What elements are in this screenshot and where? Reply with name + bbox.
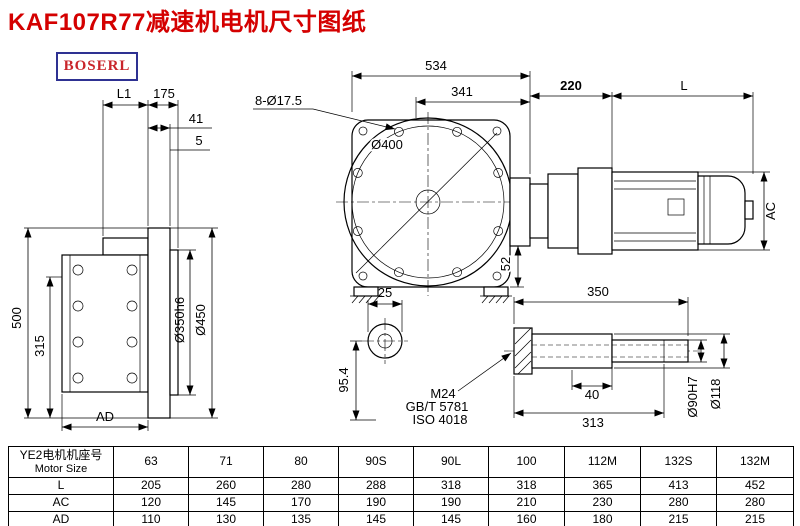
table-row-AD: AD 110 130 135 145 145 160 180 215 215 <box>8 511 794 526</box>
dim-value-cell: 280 <box>640 494 717 512</box>
col-header: 132M <box>716 446 794 478</box>
dim-52-label: 52 <box>498 257 513 271</box>
dim-value-cell: 215 <box>716 511 794 526</box>
dim-value-cell: 110 <box>113 511 189 526</box>
col-header: 100 <box>488 446 565 478</box>
dim-value-cell: 280 <box>716 494 794 512</box>
adapter-step-1 <box>529 183 549 239</box>
bolt-m24-label: M24 <box>430 386 455 401</box>
dim-value-cell: 145 <box>413 511 489 526</box>
dim-500-label: 500 <box>9 307 24 329</box>
foot-right <box>483 286 509 297</box>
motor-flange <box>577 167 613 255</box>
dim-350-label: 350 <box>587 284 609 299</box>
gearbox-body <box>61 254 149 393</box>
col-header: 112M <box>564 446 641 478</box>
dim-value-cell: 280 <box>263 477 339 495</box>
hollow-shaft-detail-view: 350 40 313 Ø90H7 Ø118 <box>504 284 730 430</box>
dim-41-label: 41 <box>189 111 203 126</box>
bolt-callout-label: 8-Ø17.5 <box>255 93 302 108</box>
row-label: AC <box>8 494 114 512</box>
dim-value-cell: 318 <box>413 477 489 495</box>
gearbox-side-view: L1 175 41 5 500 315 Ø350h6 Ø450 <box>9 86 218 431</box>
housing-hump <box>102 237 149 256</box>
rear-cap <box>744 200 754 220</box>
header-en: Motor Size <box>34 462 88 475</box>
dim-value-cell: 130 <box>188 511 264 526</box>
motor-nameplate <box>667 198 685 216</box>
dim-value-cell: 365 <box>564 477 641 495</box>
table-header-row: YE2电机机座号 Motor Size 63 71 80 90S 90L 100… <box>8 446 794 478</box>
dim-value-cell: 170 <box>263 494 339 512</box>
dim-175-label: 175 <box>153 86 175 101</box>
row-label: AD <box>8 511 114 526</box>
col-header: 63 <box>113 446 189 478</box>
dim-95-4-label: 95.4 <box>336 367 351 392</box>
dim-value-cell: 145 <box>188 494 264 512</box>
dim-value-cell: 180 <box>564 511 641 526</box>
dim-L-label: L <box>680 78 687 93</box>
shaft-bore-section <box>611 339 689 363</box>
dim-5-label: 5 <box>195 133 202 148</box>
dim-350h6-label: Ø350h6 <box>172 297 187 343</box>
dim-value-cell: 318 <box>488 477 565 495</box>
dim-313-label: 313 <box>582 415 604 430</box>
row-label: L <box>8 477 114 495</box>
table-row-L: L 205 260 280 288 318 318 365 413 452 <box>8 477 794 495</box>
adapter-step-2 <box>547 173 579 249</box>
dim-value-cell: 452 <box>716 477 794 495</box>
dim-220-label: 220 <box>560 78 582 93</box>
shaft-end-cap <box>513 327 533 375</box>
dim-value-cell: 210 <box>488 494 565 512</box>
dim-341-label: 341 <box>451 84 473 99</box>
dim-value-cell: 145 <box>338 511 414 526</box>
mounting-flange <box>147 227 171 419</box>
bolt-iso-label: ISO 4018 <box>413 412 468 427</box>
dim-25-label: 25 <box>378 285 392 300</box>
technical-drawing: L1 175 41 5 500 315 Ø350h6 Ø450 <box>9 58 778 431</box>
dim-315-label: 315 <box>32 335 47 357</box>
col-header: 90S <box>338 446 414 478</box>
dim-value-cell: 215 <box>640 511 717 526</box>
dim-L1-label: L1 <box>117 86 131 101</box>
dim-400-label: Ø400 <box>371 137 403 152</box>
dim-value-cell: 230 <box>564 494 641 512</box>
dim-value-cell: 135 <box>263 511 339 526</box>
dim-40-label: 40 <box>585 387 599 402</box>
dim-value-cell: 160 <box>488 511 565 526</box>
motor-size-table: YE2电机机座号 Motor Size 63 71 80 90S 90L 100… <box>8 446 794 526</box>
dim-value-cell: 260 <box>188 477 264 495</box>
shaft-section-view: 25 95.4 M24 GB/T 5781 ISO 4018 <box>336 285 512 427</box>
col-header: 80 <box>263 446 339 478</box>
flange-spigot <box>169 249 179 396</box>
motor-view: 220 L AC <box>529 78 778 255</box>
motor-body <box>611 171 699 251</box>
dim-AC-label: AC <box>763 202 778 220</box>
dim-534-label: 534 <box>425 58 447 73</box>
dim-value-cell: 288 <box>338 477 414 495</box>
dim-AD-label: AD <box>96 409 114 424</box>
dim-value-cell: 190 <box>413 494 489 512</box>
col-header: 71 <box>188 446 264 478</box>
dim-value-cell: 413 <box>640 477 717 495</box>
table-row-AC: AC 120 145 170 190 190 210 230 280 280 <box>8 494 794 512</box>
motor-size-header: YE2电机机座号 Motor Size <box>8 446 114 478</box>
dim-value-cell: 205 <box>113 477 189 495</box>
header-cn: YE2电机机座号 <box>19 447 103 462</box>
col-header: 90L <box>413 446 489 478</box>
dim-value-cell: 120 <box>113 494 189 512</box>
input-bell <box>509 177 531 247</box>
fan-cowl <box>697 175 746 245</box>
dim-450-label: Ø450 <box>193 304 208 336</box>
col-header: 132S <box>640 446 717 478</box>
shaft-hub <box>531 333 613 369</box>
dim-value-cell: 190 <box>338 494 414 512</box>
boserl-logo: BOSERL <box>56 52 138 81</box>
dim-90H7-label: Ø90H7 <box>685 376 700 417</box>
dim-118-label: Ø118 <box>708 379 723 410</box>
foot-left <box>353 286 379 297</box>
bolt-gbt-label: GB/T 5781 <box>406 399 469 414</box>
gearbox-front-view: Ø400 534 341 8-Ø17.5 <box>253 58 531 304</box>
page-title: KAF107R77减速机电机尺寸图纸 <box>8 9 367 36</box>
